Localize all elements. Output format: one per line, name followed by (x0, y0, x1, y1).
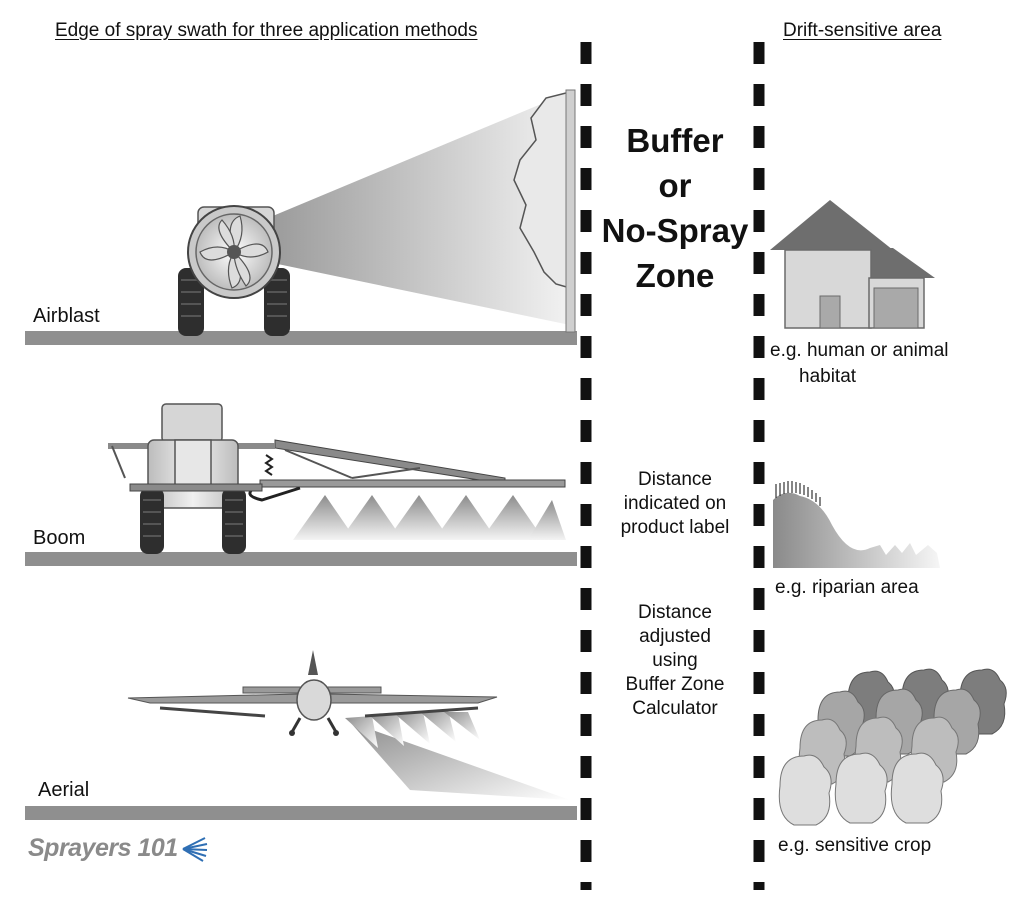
boom-label: Boom (33, 527, 86, 549)
house-door (819, 295, 841, 329)
airblast-wheel-right (264, 268, 290, 336)
boom-wheel-left (140, 488, 164, 554)
boom-arm-lower (259, 479, 566, 488)
calc-note-line5: Calculator (632, 698, 718, 719)
airplane-tail-fin (308, 650, 318, 675)
house-habitat-illustration (770, 200, 935, 329)
boom-wheel-right (222, 488, 246, 554)
boom-tractor-cab (161, 403, 223, 443)
airplane-wing-right (327, 693, 498, 704)
airblast-label: Airblast (33, 305, 100, 327)
house-roof (770, 200, 893, 250)
airblast-fan-blades (199, 215, 269, 289)
habitat-caption-line1: e.g. human or animal (770, 340, 949, 361)
boom-sprayer-illustration (108, 403, 566, 554)
crop-plants-front (778, 752, 944, 826)
habitat-caption: e.g. human or animal habitat (770, 338, 949, 390)
buffer-zone-title: Buffer or No-Spray Zone (595, 118, 755, 298)
calc-note-line1: Distance (638, 602, 712, 623)
riparian-caption: e.g. riparian area (775, 577, 919, 598)
calc-note-line2: adjusted (639, 626, 711, 647)
airblast-drift-edge (513, 91, 571, 289)
boom-arm-upper (274, 439, 506, 485)
calculator-distance-note: Distance adjusted using Buffer Zone Calc… (595, 601, 755, 721)
swath-edge-post (565, 89, 576, 333)
airblast-sprayer-illustration (178, 89, 576, 336)
boom-spray-pattern (293, 495, 566, 540)
riparian-slope (773, 492, 940, 568)
garage-roof (868, 248, 935, 278)
sensitive-crop-illustration (778, 668, 1007, 826)
sensitive-area-heading: Drift-sensitive area (783, 20, 942, 41)
aerial-airplane-illustration (127, 650, 570, 800)
boom-ground (25, 552, 577, 566)
airblast-ground (25, 331, 577, 345)
aerial-spray-pattern (345, 710, 570, 800)
airblast-wheel-left (178, 268, 204, 336)
zone-title-line2: or (658, 167, 692, 204)
calc-note-line4: Buffer Zone (625, 674, 725, 695)
riparian-grass (775, 481, 821, 506)
swath-edge-heading: Edge of spray swath for three applicatio… (55, 20, 478, 41)
aerial-ground (25, 806, 577, 820)
airplane-fuselage (296, 679, 332, 721)
label-note-line1: Distance (638, 469, 712, 490)
zone-title-line1: Buffer (626, 122, 724, 159)
label-distance-note: Distance indicated on product label (595, 468, 755, 540)
habitat-caption-line2: habitat (799, 366, 857, 387)
garage-door (873, 287, 919, 329)
airblast-spray-cone (268, 92, 570, 325)
label-note-line3: product label (620, 517, 730, 538)
aerial-label: Aerial (38, 779, 90, 801)
sprayers101-brand: Sprayers 101 (28, 834, 178, 862)
airplane-wing-left (127, 693, 301, 704)
crop-caption: e.g. sensitive crop (778, 835, 932, 856)
zone-title-line4: Zone (635, 257, 715, 294)
riparian-area-illustration (773, 481, 940, 568)
calc-note-line3: using (652, 650, 698, 671)
sprayers101-logo-icon (182, 837, 208, 862)
label-note-line2: indicated on (623, 493, 727, 514)
zone-title-line3: No-Spray (601, 212, 749, 249)
